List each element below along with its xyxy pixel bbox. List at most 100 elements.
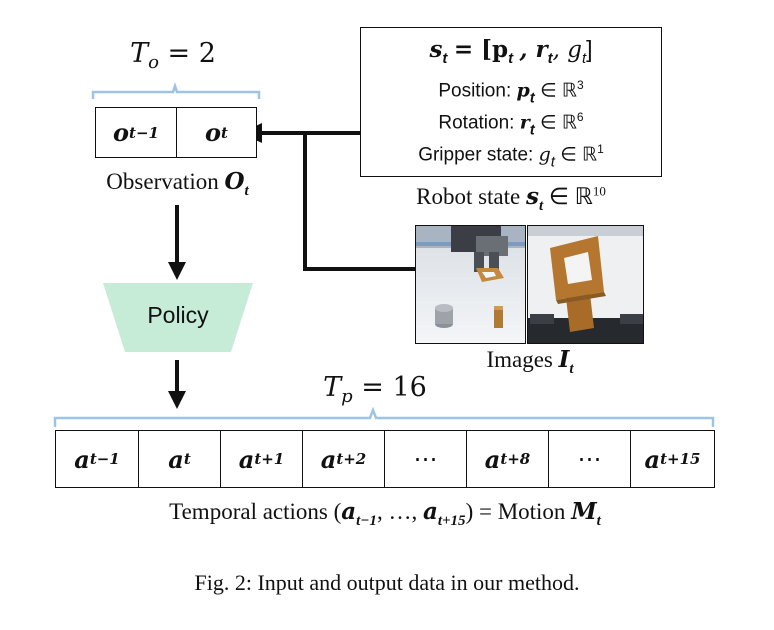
obs-to-policy-arrowhead [168,262,186,280]
eq-p-sub: t [508,50,514,67]
ellipsis-symbol: ⋯ [577,445,602,473]
robot-state-space: ∈ ℝ [548,184,593,209]
policy-to-actions-arrowhead [168,391,186,409]
rotation-symbol: r [519,111,530,134]
eq-lhs-sub: t [442,50,448,67]
rotation-sub: t [529,121,535,139]
motion-sub: t [596,513,601,529]
action-symbol: a [644,444,661,474]
action-cell-ellipsis: ⋯ [548,431,630,487]
eq-lhs: s [429,36,443,63]
position-sub: t [529,89,535,107]
actions-text: Temporal actions ( [169,499,342,524]
observation-text: Observation [106,169,219,194]
prediction-bracket [53,406,715,427]
observation-bracket [91,82,261,99]
action-symbol: a [74,444,90,474]
obs-symbol: o [205,118,222,147]
horizon-equals: = 2 [167,38,216,69]
eq-close: ] [586,36,593,62]
camera-image-wrist [527,225,644,344]
eq-g-sub: t [581,50,587,67]
actions-a2: a [422,498,438,525]
horizon-symbol: T [130,38,149,69]
observation-horizon-label: To = 2 [98,38,248,73]
horizon-symbol: T [323,372,342,403]
robot-state-label: Robot state st ∈ ℝ10 [360,183,662,215]
action-subscript: t+1 [254,450,285,468]
state-equation: st = [pt , rt, gt] [361,36,661,67]
gripper-sub: t [550,153,555,171]
position-symbol: p [516,79,530,102]
actions-end: ) = Motion [465,499,566,524]
eq-p: = [p [453,36,509,63]
eq-r: , r [519,36,548,63]
state-line-position: Position: pt ∈ ℝ3 [361,78,661,106]
prediction-horizon-label: Tp = 16 [290,372,460,407]
observation-label: Observation Ot [70,168,285,200]
actions-mid: , …, [376,499,423,524]
horizon-equals: = 16 [361,372,427,403]
eq-r-sub: t [547,50,553,67]
obs-subscript: t−1 [129,123,159,142]
position-label: Position: [438,80,512,102]
action-subscript: t+8 [500,450,531,468]
robot-state-text: Robot state [416,184,521,209]
robot-state-box: st = [pt , rt, gt] Position: pt ∈ ℝ3 Rot… [360,27,662,177]
obs-subscript: t [221,123,228,142]
policy-label: Policy [147,302,209,328]
state-line-gripper: Gripper state: gt ∈ ℝ1 [361,142,661,170]
position-space: ∈ ℝ [540,80,577,102]
actions-a1: a [341,498,357,525]
action-subscript: t−1 [89,450,120,468]
figure-caption: Fig. 2: Input and output data in our met… [194,570,580,595]
camera-image-front [415,225,526,344]
action-subscript: t+15 [660,450,701,468]
policy-shape [103,283,253,352]
state-line-rotation: Rotation: rt ∈ ℝ6 [361,110,661,138]
robot-state-sub: t [538,198,544,214]
actions-a1-sub: t−1 [356,513,377,529]
horizon-subscript: p [341,386,353,407]
rotation-dim: 6 [576,110,584,124]
eq-g: , g [552,37,582,63]
observation-subscript: t [244,183,249,199]
horizon-subscript: o [148,52,159,73]
images-symbol: I [558,346,570,373]
actions-label: Temporal actions (at−1, …, at+15) = Moti… [40,498,730,530]
rotation-label: Rotation: [438,112,515,134]
ellipsis-symbol: ⋯ [413,445,438,473]
motion-symbol: M [571,498,597,525]
robot-state-symbol: s [526,183,539,210]
actions-a2-sub: t+15 [437,513,466,529]
action-symbol: a [484,444,501,474]
action-symbol: a [320,444,337,474]
images-text: Images [486,347,553,372]
robot-state-dim: 10 [592,183,606,199]
obs-symbol: o [113,118,130,147]
action-symbol: a [238,444,255,474]
position-dim: 3 [576,78,584,92]
action-cell-ellipsis: ⋯ [384,431,466,487]
images-label: Images It [415,346,645,378]
rotation-space: ∈ ℝ [540,112,577,134]
action-subscript: t [183,450,191,468]
gripper-symbol: g [538,143,551,166]
gripper-space: ∈ ℝ [560,144,598,166]
observation-symbol: O [224,168,245,195]
action-subscript: t+2 [336,450,367,468]
action-symbol: a [168,444,184,474]
images-sub: t [569,361,574,377]
gripper-dim: 1 [597,142,604,156]
